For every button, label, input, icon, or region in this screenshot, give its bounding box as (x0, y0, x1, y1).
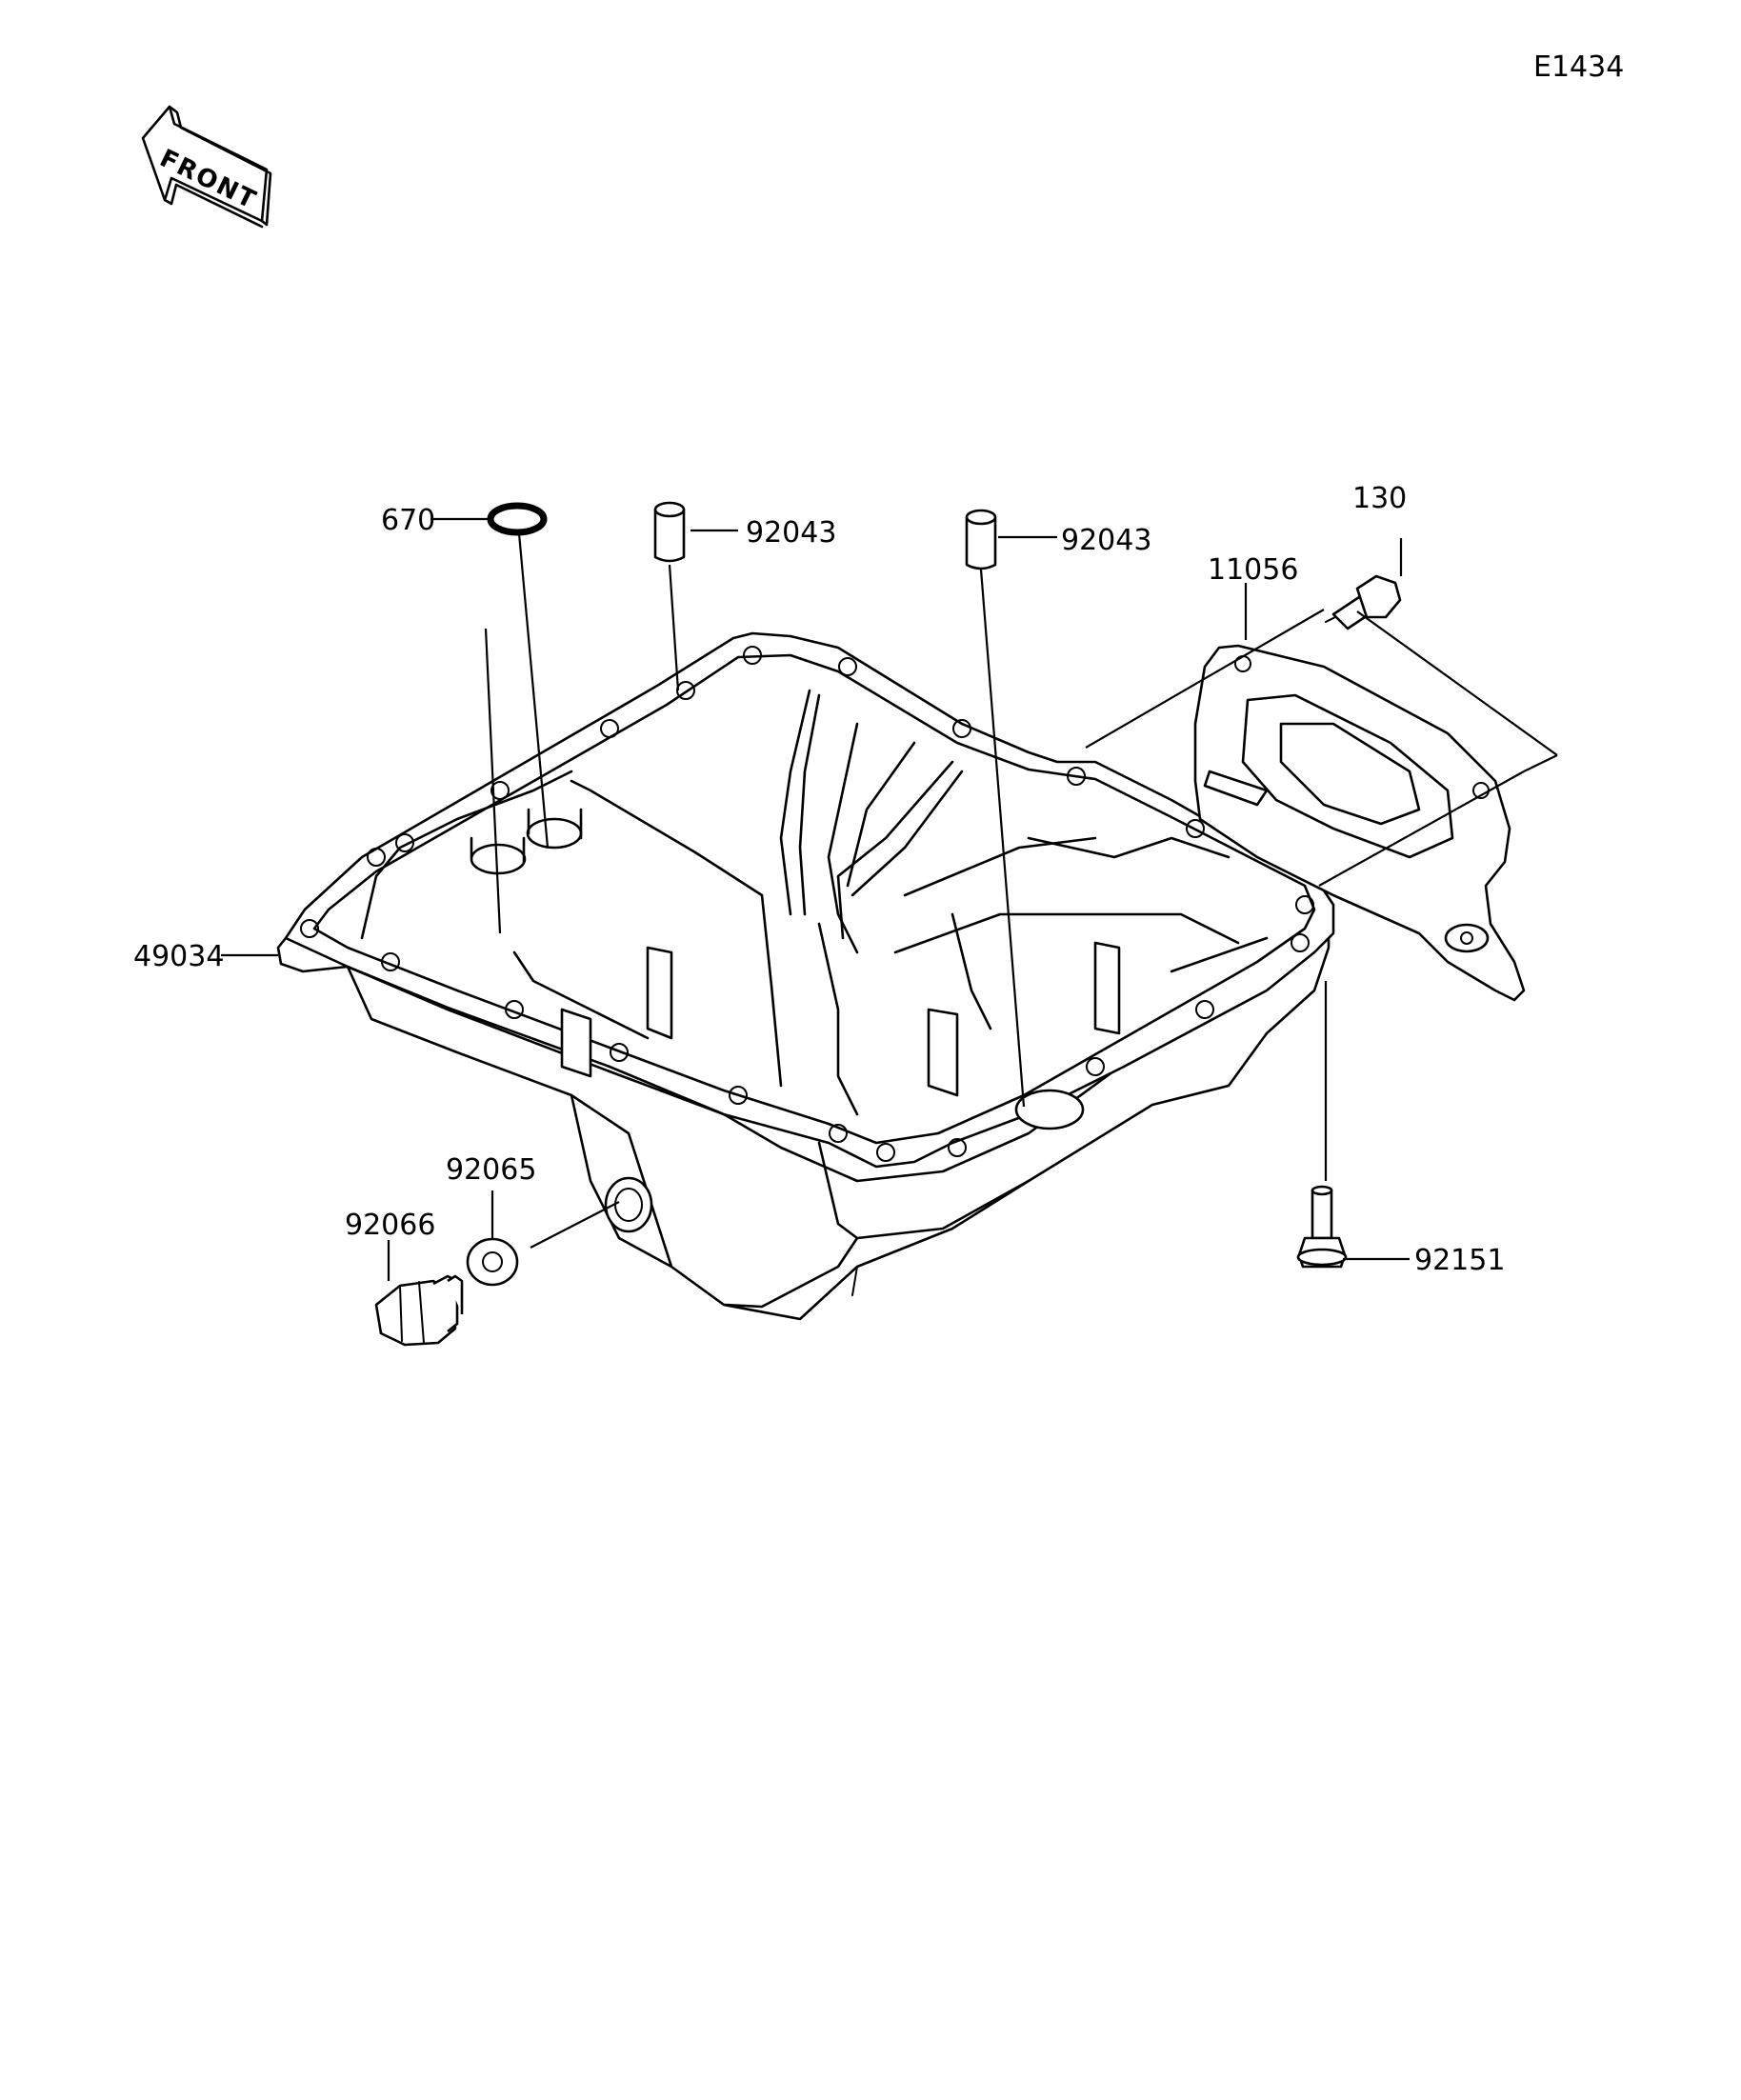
washer-92065 (466, 1237, 519, 1287)
oring (487, 502, 548, 536)
label-49034: 49034 (133, 940, 224, 973)
label-130: 130 (1352, 482, 1407, 515)
label-670: 670 (381, 504, 435, 537)
flange-bolt-92151 (1296, 1185, 1348, 1269)
oil-pan (276, 631, 1335, 1321)
label-11056: 11056 (1208, 553, 1298, 587)
dowel-pin-left (653, 501, 686, 563)
front-arrow-icon: FRONT (141, 105, 272, 229)
baffle-plate (1193, 644, 1526, 1002)
label-92065: 92065 (446, 1153, 536, 1187)
diagram-code: E1434 (1533, 50, 1624, 84)
label-92151: 92151 (1414, 1244, 1505, 1277)
dowel-pin-right (965, 509, 997, 570)
bolt-130 (1325, 574, 1402, 630)
label-92066: 92066 (345, 1209, 435, 1242)
label-92043-right: 92043 (1061, 524, 1151, 557)
leader-lines (221, 517, 1558, 1281)
label-92043-left: 92043 (746, 516, 836, 550)
drain-plug-92066 (374, 1274, 464, 1347)
